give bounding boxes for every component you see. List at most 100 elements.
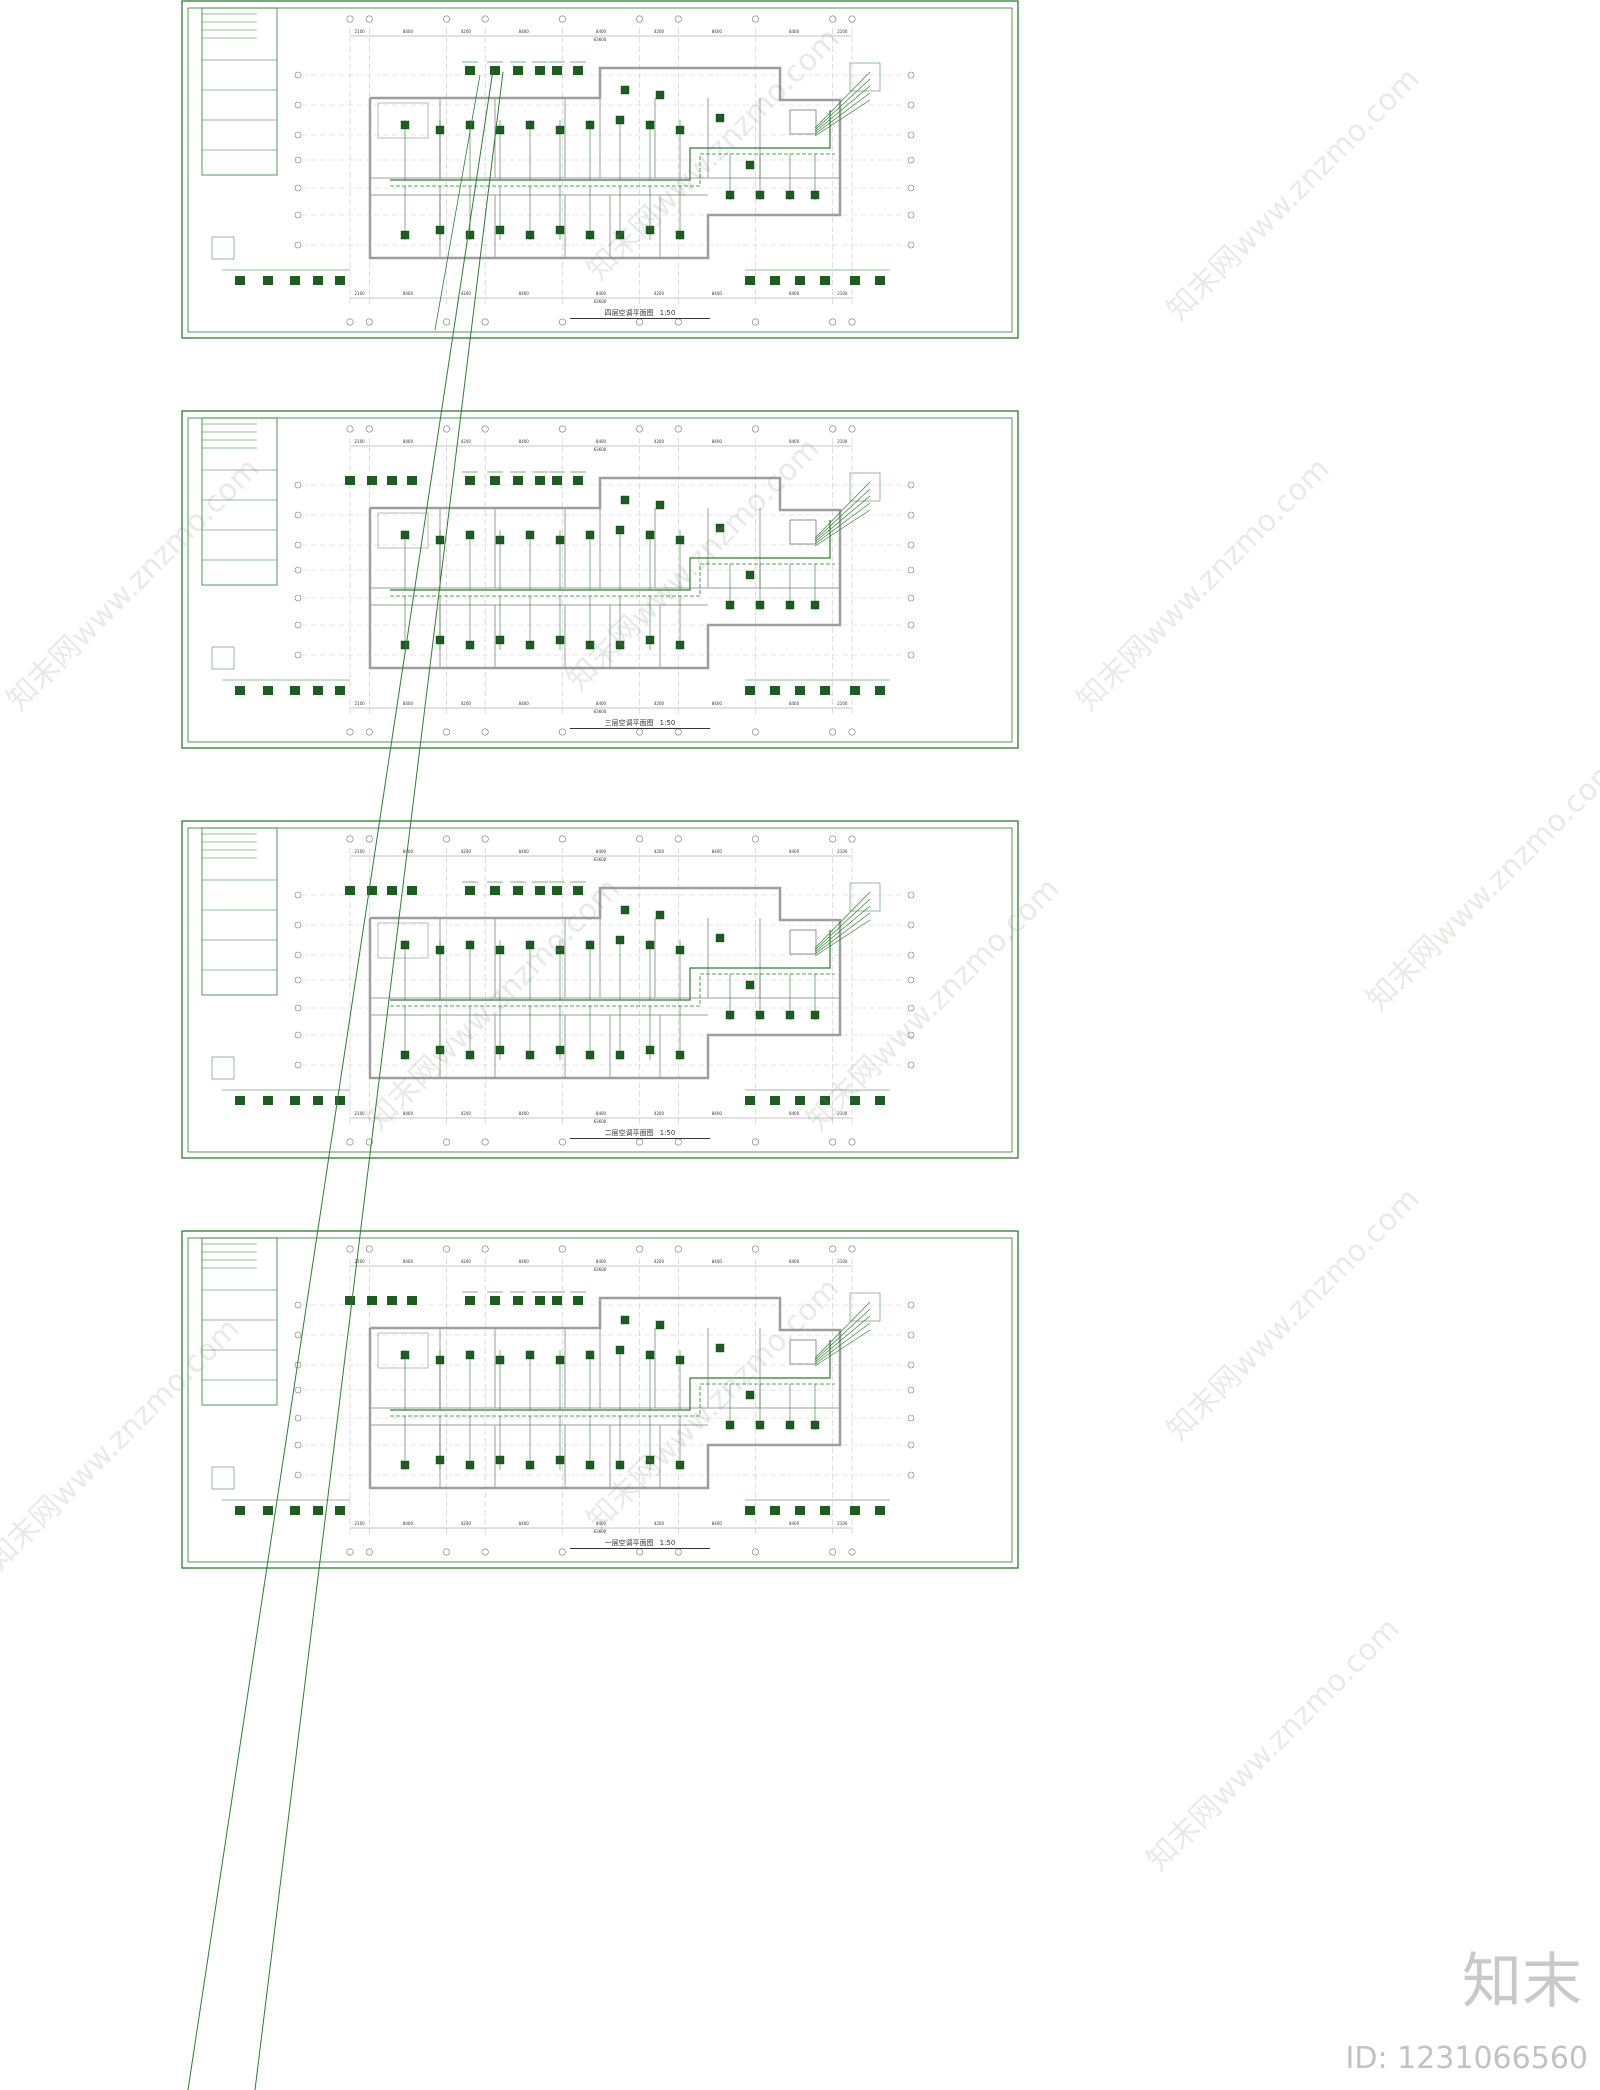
outdoor-ac-unit [795, 276, 805, 285]
sheet-inner-border [187, 7, 1013, 333]
axis-bubble [443, 318, 451, 326]
indoor-ac-unit [620, 905, 630, 915]
axis-bubble [907, 101, 915, 109]
legend-note [849, 472, 881, 502]
outdoor-ac-unit [770, 686, 780, 695]
axis-bubble [481, 1245, 489, 1253]
riser-pipe [814, 509, 871, 547]
condensate-pipe [390, 153, 835, 187]
restroom [377, 512, 429, 549]
axis-bubble [829, 318, 837, 326]
outdoor-ac-unit [465, 886, 475, 895]
outdoor-ac-unit [290, 686, 300, 695]
title-block [201, 827, 278, 996]
indoor-ac-unit [465, 530, 475, 540]
indoor-ac-unit [495, 1355, 505, 1365]
axis-bubble [907, 1361, 915, 1369]
axis-bubble [294, 71, 302, 79]
indoor-ac-unit [555, 635, 565, 645]
riser-pipe [814, 78, 871, 131]
indoor-ac-unit [725, 1420, 735, 1430]
overall-dimension: 63600 [594, 1119, 607, 1124]
axis-bubble [907, 891, 915, 899]
indoor-ac-unit [725, 190, 735, 200]
indoor-ac-unit [435, 635, 445, 645]
axis-bubble [481, 1138, 489, 1146]
outdoor-ac-unit [875, 1096, 885, 1105]
sheet-border [181, 1230, 1019, 1569]
riser-pipe [814, 1301, 871, 1359]
outdoor-ac-unit [313, 1096, 323, 1105]
indoor-ac-unit [495, 945, 505, 955]
axis-bubble [674, 835, 682, 843]
axis-bubble [674, 1548, 682, 1556]
axis-bubble [365, 425, 373, 433]
indoor-ac-unit [645, 1045, 655, 1055]
outdoor-ac-unit [465, 1296, 475, 1305]
dimension-label: 4200 [654, 1259, 665, 1264]
title-block [201, 417, 278, 586]
axis-bubble [907, 481, 915, 489]
outdoor-ac-unit [850, 1506, 860, 1515]
axis-bubble [443, 1138, 451, 1146]
axis-bubble [751, 728, 759, 736]
indoor-ac-unit [655, 1320, 665, 1330]
axis-bubble [907, 156, 915, 164]
outdoor-ac-unit [465, 66, 475, 75]
outdoor-units [211, 61, 890, 285]
indoor-ac-unit [810, 600, 820, 610]
resource-id: ID: 1231066560 [1345, 2041, 1588, 2076]
indoor-ac-unit [465, 940, 475, 950]
axis-bubble [294, 1441, 302, 1449]
axis-bubble [294, 481, 302, 489]
dimension-label: 8400 [596, 1259, 607, 1264]
axis-bubble [365, 1245, 373, 1253]
indoor-ac-unit [715, 1343, 725, 1353]
dimension-label: 4200 [654, 849, 665, 854]
outdoor-ac-unit [263, 1506, 273, 1515]
axis-bubble [558, 1548, 566, 1556]
sheet-inner-border [187, 417, 1013, 743]
dimension-label: 8400 [519, 849, 530, 854]
outdoor-ac-unit [552, 886, 562, 895]
indoor-ac-unit [645, 225, 655, 235]
outdoor-ac-unit [552, 1296, 562, 1305]
dimension-label: 8400 [596, 291, 607, 296]
axis-bubble [636, 318, 644, 326]
dimension-label: 4200 [654, 439, 665, 444]
dimension-label: 4200 [461, 1111, 472, 1116]
axis-bubble [907, 566, 915, 574]
indoor-ac-unit [755, 190, 765, 200]
dimension-label: 4200 [461, 1521, 472, 1526]
axis-bubble [558, 1138, 566, 1146]
dimension-label: 8400 [789, 291, 800, 296]
indoor-ac-unit [525, 1350, 535, 1360]
sheet-scale: 1:50 [659, 1539, 676, 1547]
sheet-title-text: 四层空调平面图 [604, 309, 654, 317]
axis-bubble [829, 15, 837, 23]
axis-bubble [346, 15, 354, 23]
outdoor-ac-unit [745, 1096, 755, 1105]
indoor-ac-unit [615, 115, 625, 125]
main-pipe [390, 1340, 831, 1411]
outdoor-ac-unit [513, 886, 523, 895]
main-pipe [390, 930, 831, 1001]
dimension-label: 8400 [519, 1521, 530, 1526]
indoor-ac-unit [400, 530, 410, 540]
outdoor-ac-unit [535, 476, 545, 485]
outdoor-ac-unit [820, 1506, 830, 1515]
indoor-ac-unit [745, 1390, 755, 1400]
indoor-ac-unit [435, 535, 445, 545]
condensate-pipe [390, 1383, 835, 1417]
indoor-ac-unit [495, 1045, 505, 1055]
exterior-wall [368, 476, 842, 670]
axis-bubble [294, 921, 302, 929]
axis-bubble [294, 211, 302, 219]
indoor-ac-unit [585, 530, 595, 540]
indoor-ac-unit [400, 230, 410, 240]
indoor-ac-unit [810, 190, 820, 200]
exterior-wall [368, 886, 842, 1080]
indoor-ac-unit [745, 980, 755, 990]
outdoor-ac-unit [345, 476, 355, 485]
outdoor-ac-unit [770, 1096, 780, 1105]
